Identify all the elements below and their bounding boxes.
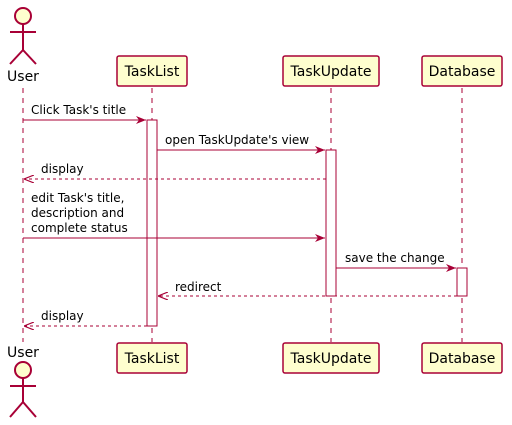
message-label: save the change <box>345 251 445 265</box>
message-save-change: save the change <box>336 251 456 272</box>
activation-tasklist <box>146 119 158 327</box>
message-label: redirect <box>175 280 222 294</box>
message-label: complete status <box>31 221 128 235</box>
actor-user-top: User <box>7 7 39 85</box>
message-label: description and <box>31 206 124 220</box>
activation-database <box>456 267 468 297</box>
participant-tasklist-top: TaskList <box>116 55 188 87</box>
message-label: display <box>41 162 84 176</box>
actor-icon <box>9 7 37 65</box>
actor-icon <box>9 361 37 418</box>
participant-label: User <box>7 345 39 361</box>
participant-label: TaskList <box>124 351 180 367</box>
participant-database-bottom: Database <box>421 342 503 374</box>
message-edit-task: edit Task's title, description and compl… <box>23 191 325 242</box>
message-label: Click Task's title <box>31 103 126 117</box>
message-open-view: open TaskUpdate's view <box>157 133 325 154</box>
message-display-1: display <box>24 162 326 179</box>
participant-tasklist-bottom: TaskList <box>116 342 188 374</box>
message-redirect: redirect <box>158 280 457 296</box>
participant-label: Database <box>429 351 496 367</box>
participant-label: TaskUpdate <box>290 64 372 80</box>
message-label: edit Task's title, <box>31 191 124 205</box>
participant-taskupdate-top: TaskUpdate <box>282 55 380 87</box>
message-label: open TaskUpdate's view <box>165 133 309 147</box>
participant-label: TaskUpdate <box>290 351 372 367</box>
participant-database-top: Database <box>421 55 503 87</box>
message-click-title: Click Task's title <box>23 103 146 124</box>
message-display-2: display <box>24 309 147 326</box>
participant-label: TaskList <box>124 64 180 80</box>
message-label: display <box>41 309 84 323</box>
participant-label: User <box>7 69 39 85</box>
participant-taskupdate-bottom: TaskUpdate <box>282 342 380 374</box>
activations <box>146 119 468 327</box>
participant-label: Database <box>429 64 496 80</box>
activation-taskupdate <box>325 149 337 297</box>
actor-user-bottom: User <box>7 345 39 418</box>
